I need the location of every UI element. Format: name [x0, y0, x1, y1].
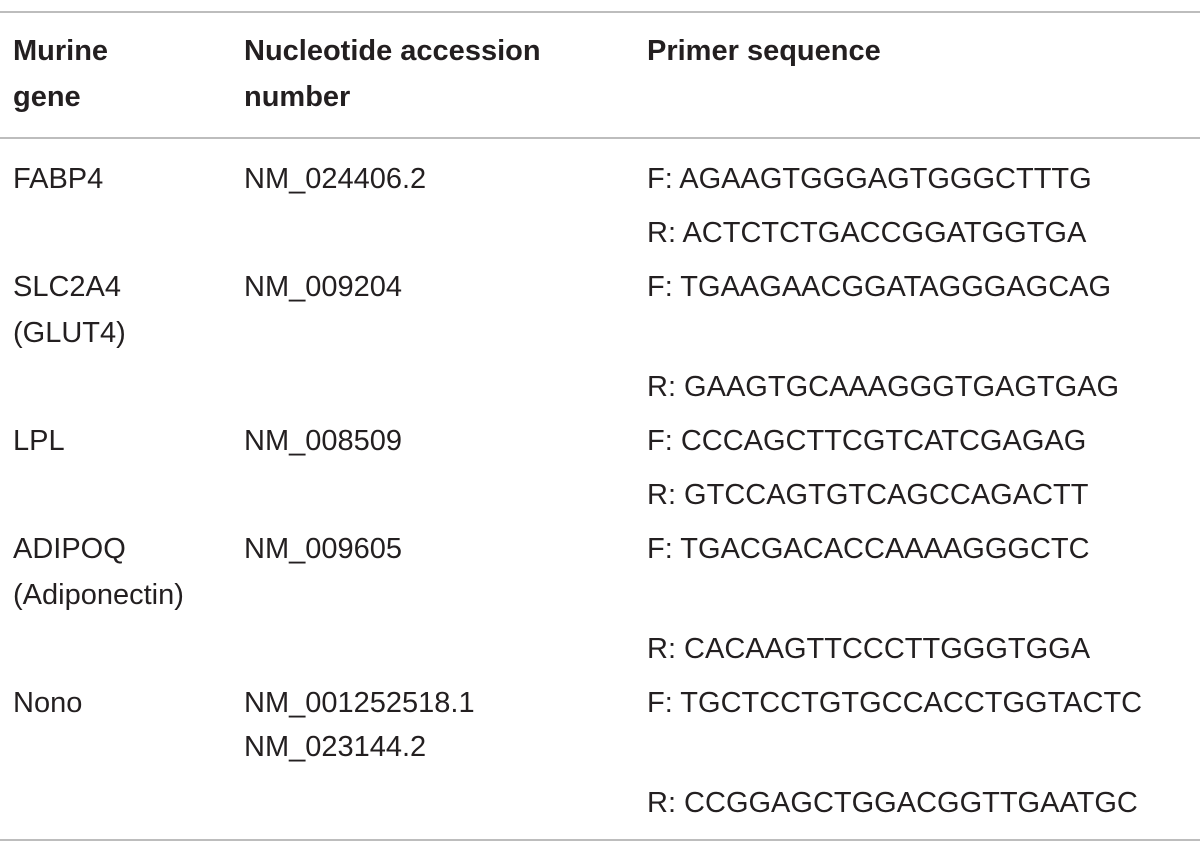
- row-nono-forward-primer: F: TGCTCCTGTGCCACCTGGTACTC: [647, 687, 1143, 719]
- row-adipoq-gene-alias: (Adiponectin): [13, 579, 184, 611]
- row-nono-accession-1: NM_001252518.1: [244, 687, 475, 719]
- row-slc2a4-gene: SLC2A4: [13, 271, 122, 303]
- row-slc2a4-reverse-primer: R: GAAGTGCAAAGGGTGAGTGAG: [647, 371, 1120, 403]
- row-fabp4-reverse-primer: R: ACTCTCTGACCGGATGGTGA: [647, 217, 1087, 249]
- header-murine-gene-line1: Murine: [13, 35, 109, 67]
- row-lpl-reverse-primer: R: GTCCAGTGTCAGCCAGACTT: [647, 479, 1089, 511]
- row-adipoq-reverse-primer: R: CACAAGTTCCCTTGGGTGGA: [647, 633, 1091, 665]
- row-adipoq-gene: ADIPOQ: [13, 533, 126, 565]
- header-primer-sequence: Primer sequence: [647, 35, 881, 67]
- row-slc2a4-forward-primer: F: TGAAGAACGGATAGGGAGCAG: [647, 271, 1112, 303]
- row-lpl-gene: LPL: [13, 425, 65, 457]
- row-slc2a4-accession: NM_009204: [244, 271, 402, 303]
- row-fabp4-forward-primer: F: AGAAGTGGGAGTGGGCTTTG: [647, 163, 1092, 195]
- table-top-rule: [0, 11, 1200, 13]
- header-murine-gene-line2: gene: [13, 81, 81, 113]
- header-accession-line1: Nucleotide accession: [244, 35, 541, 67]
- row-lpl-forward-primer: F: CCCAGCTTCGTCATCGAGAG: [647, 425, 1087, 457]
- row-slc2a4-gene-alias: (GLUT4): [13, 317, 126, 349]
- row-nono-reverse-primer: R: CCGGAGCTGGACGGTTGAATGC: [647, 787, 1138, 819]
- row-adipoq-forward-primer: F: TGACGACACCAAAAGGGCTC: [647, 533, 1090, 565]
- row-fabp4-gene: FABP4: [13, 163, 104, 195]
- header-rule: [0, 137, 1200, 139]
- row-nono-accession-2: NM_023144.2: [244, 731, 427, 763]
- row-adipoq-accession: NM_009605: [244, 533, 402, 565]
- row-lpl-accession: NM_008509: [244, 425, 402, 457]
- table-bottom-rule: [0, 839, 1200, 841]
- row-fabp4-accession: NM_024406.2: [244, 163, 427, 195]
- row-nono-gene: Nono: [13, 687, 83, 719]
- header-accession-line2: number: [244, 81, 351, 113]
